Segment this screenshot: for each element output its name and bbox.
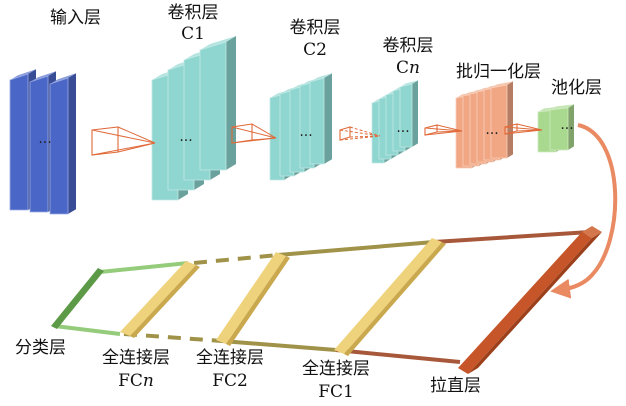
label-batchnorm: 批归一化层 — [456, 62, 541, 82]
label-conv2-name: 卷积层 — [290, 18, 341, 38]
label-fc1-id: FC1 — [318, 382, 354, 402]
label-classify: 分类层 — [15, 338, 66, 358]
label-fcn-n: n — [143, 371, 154, 391]
link-fc2-fc1-top — [277, 240, 435, 257]
link-fc2-fc1-bottom — [221, 339, 337, 352]
label-input: 输入层 — [50, 8, 101, 28]
label-pool: 池化层 — [551, 78, 602, 98]
fc-n-layer — [120, 261, 200, 338]
label-convn-prefix: C — [396, 58, 409, 78]
conv2-layer-ellipsis: ··· — [299, 128, 312, 144]
link-fcn-fc2-bottom — [123, 332, 223, 343]
pool-layer-slice — [549, 104, 574, 151]
input-layer-ellipsis: ··· — [38, 135, 51, 151]
convn-layer-ellipsis: ··· — [396, 124, 409, 140]
fc-connections — [54, 230, 591, 364]
label-convn-name: 卷积层 — [383, 36, 434, 56]
classify-layer — [51, 268, 104, 329]
label-fcn-id: FCn — [118, 371, 154, 391]
conv2-layer-slice — [309, 73, 332, 165]
batchnorm-layer: ··· — [455, 81, 513, 169]
conv1-layer: ··· — [151, 36, 236, 201]
convn-layer: ··· — [371, 80, 418, 164]
kernel-conv1-conv2 — [231, 123, 277, 144]
label-convn-id: Cn — [396, 58, 420, 78]
link-fcn-fc2-top — [193, 253, 279, 265]
label-fcn-name: 全连接层 — [102, 348, 170, 368]
kernel-bn-pool — [504, 123, 543, 135]
kernel-conv2-convn — [339, 126, 381, 141]
label-flatten: 拉直层 — [430, 376, 481, 396]
label-fc2-id: FC2 — [212, 371, 248, 391]
conv1-layer-slice — [199, 36, 236, 171]
input-layer-slice — [49, 73, 76, 215]
labels: 输入层 卷积层 C1 卷积层 C2 卷积层 Cn 批归一化层 池化层 分类层 全… — [15, 3, 602, 402]
pool-to-flatten-arrow — [550, 123, 618, 299]
label-conv1-id: C1 — [181, 24, 205, 44]
conv1-layer-ellipsis: ··· — [179, 133, 192, 149]
kernel-input-conv1 — [91, 126, 156, 156]
link-fc1-flatten-bottom — [335, 348, 461, 364]
label-fcn-prefix: FC — [118, 371, 143, 391]
input-layer: ··· — [9, 69, 76, 215]
conv2-layer: ··· — [269, 73, 332, 181]
pool-layer-ellipsis: ··· — [560, 121, 573, 137]
kernel-convn-bn — [424, 124, 463, 136]
batchnorm-layer-ellipsis: ··· — [485, 126, 498, 142]
convn-layer-slice — [399, 80, 418, 148]
flatten-layer — [458, 226, 602, 374]
fc-2-layer — [216, 252, 290, 346]
label-conv1-name: 卷积层 — [168, 3, 219, 23]
label-conv2-id: C2 — [303, 40, 327, 60]
link-classify-fcn-bottom — [54, 324, 121, 336]
label-fc1-name: 全连接层 — [302, 359, 370, 379]
pool-layer: ··· — [537, 104, 574, 153]
batchnorm-layer-slice — [490, 81, 513, 159]
link-fc1-flatten-top — [433, 230, 591, 244]
label-convn-n: n — [409, 58, 420, 78]
label-fc2-name: 全连接层 — [196, 348, 264, 368]
link-classify-fcn-top — [99, 261, 189, 274]
fc-1-layer — [334, 238, 446, 356]
